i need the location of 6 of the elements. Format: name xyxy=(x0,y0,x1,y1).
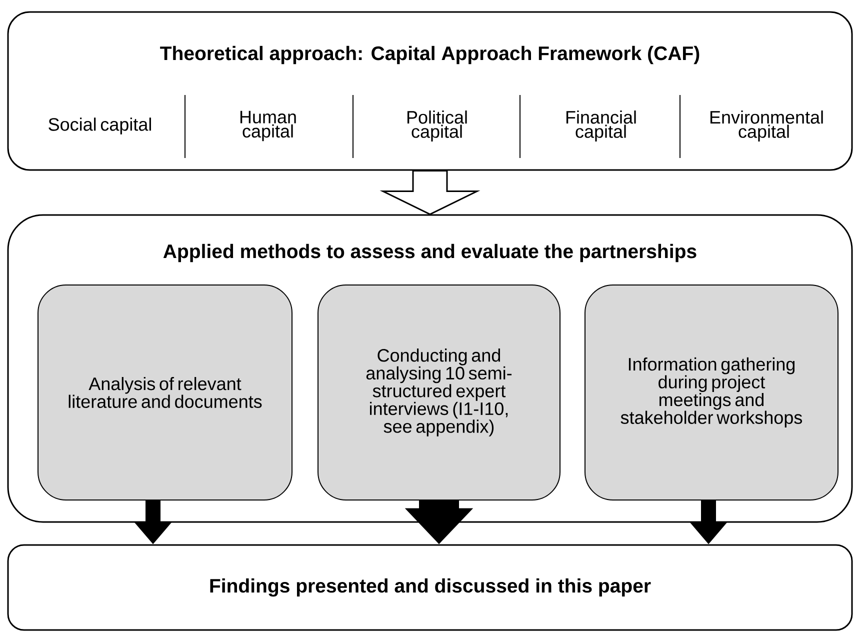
method-box: Analysis of relevant literature and documents xyxy=(38,284,292,500)
method-box: Information gathering during project meetings and stakeholder workshops xyxy=(584,284,838,500)
arrow xyxy=(380,170,480,216)
findings-box: Findings presented and discussed in this paper xyxy=(7,544,853,631)
framework-box: Theoretical approach: Capital Approach Framework (CAF) Social capital Human capital Political capital Financial capital Environmental capital xyxy=(7,11,853,171)
method-box: Conducting and analysing 10 semi-structured expert interviews (I1-I10, see appendix) xyxy=(318,284,560,500)
